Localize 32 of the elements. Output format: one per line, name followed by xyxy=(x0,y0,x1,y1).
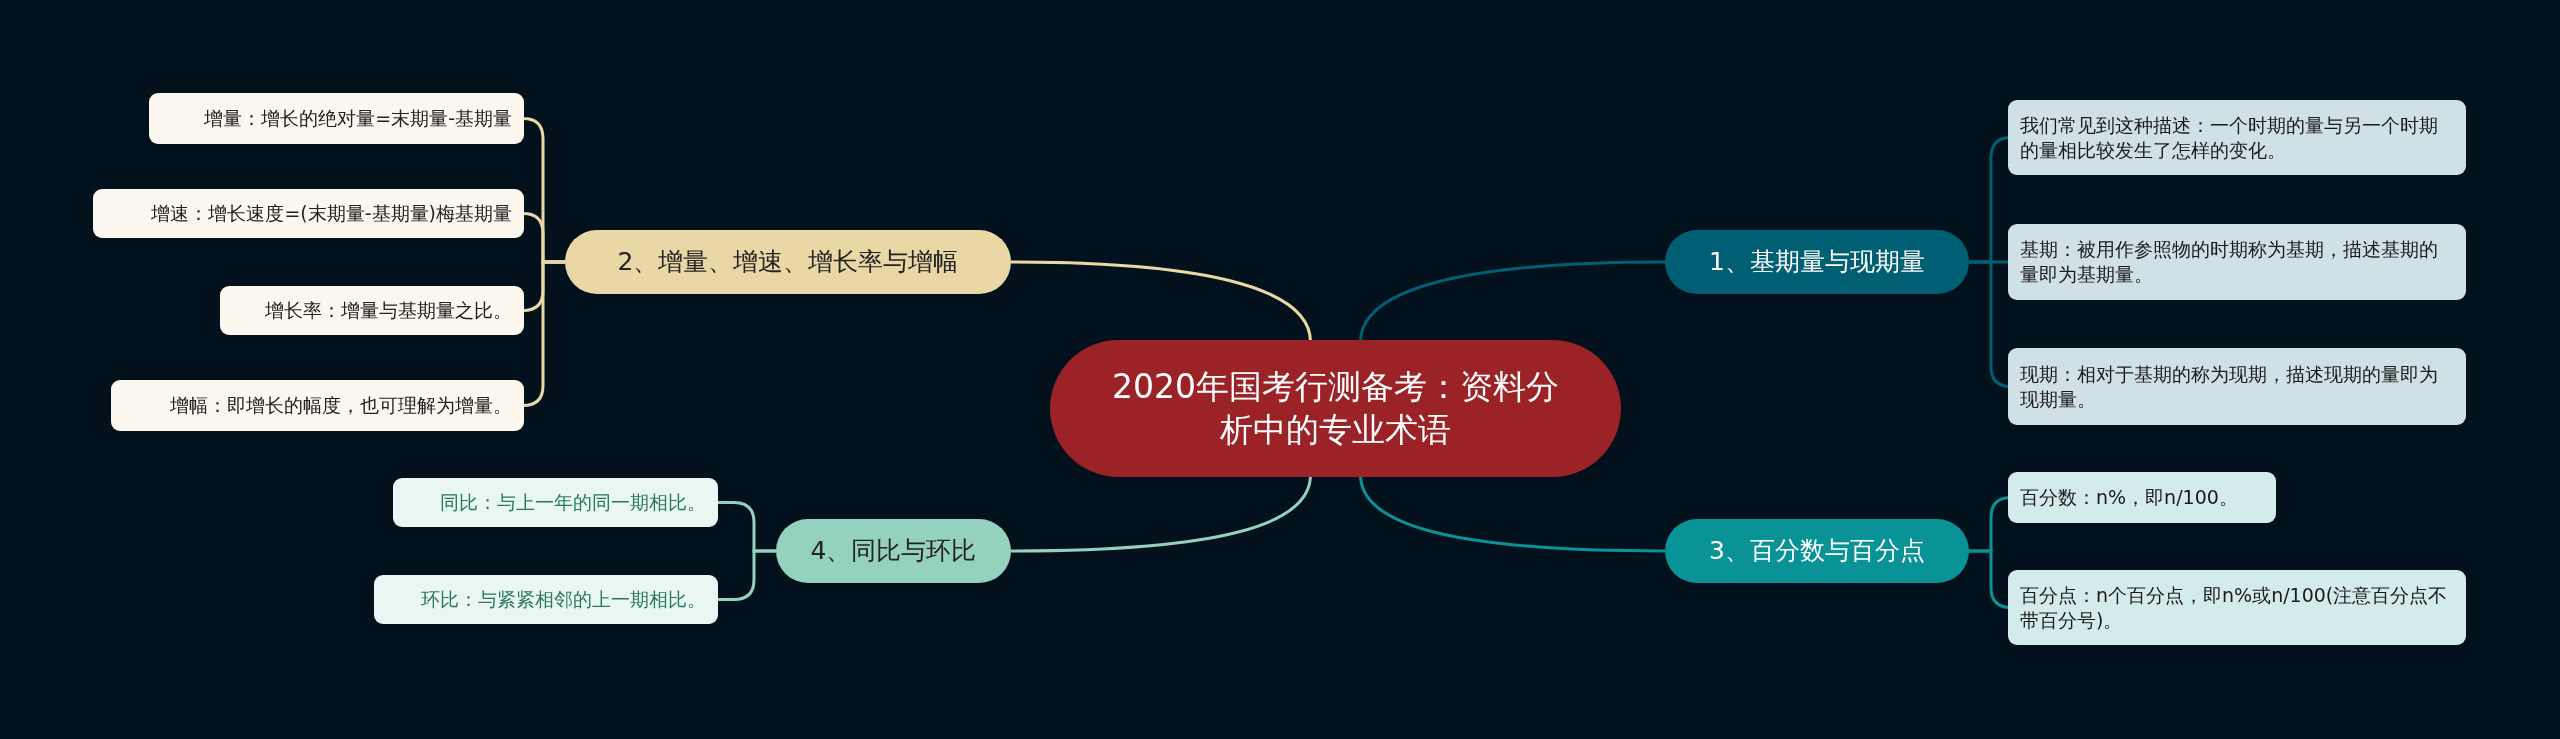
node-text: 1、基期量与现期量 xyxy=(1709,245,1925,278)
node-text: 现期：相对于基期的称为现期，描述现期的量即为现期量。 xyxy=(2020,361,2439,412)
node-text: 增长率：增量与基期量之比。 xyxy=(265,298,512,323)
leaf-box xyxy=(220,286,524,335)
node-text: 增幅：即增长的幅度，也可理解为增量。 xyxy=(170,393,512,418)
node-text: 百分点：n个百分点，即n%或n/100(注意百分点不带百分号)。 xyxy=(2020,582,2449,633)
node-text: 我们常见到这种描述：一个时期的量与另一个时期的量相比较发生了怎样的变化。 xyxy=(2020,112,2439,163)
node-text: 基期：被用作参照物的时期称为基期，描述基期的量即为基期量。 xyxy=(2020,237,2439,287)
connector-line xyxy=(1359,260,1665,343)
leaf-box xyxy=(149,93,524,144)
node-text: 增速：增长速度=(末期量-基期量)梅基期量 xyxy=(151,201,512,226)
node-text: 2、增量、增速、增长率与增幅 xyxy=(617,245,959,278)
node-text: 3、百分数与百分点 xyxy=(1709,534,1925,567)
leaf-box xyxy=(374,575,718,624)
leaf-box xyxy=(93,189,524,238)
node-text: 增量：增长的绝对量=末期量-基期量 xyxy=(204,106,512,131)
connector-line xyxy=(1359,474,1665,553)
leaf-box xyxy=(393,478,718,527)
node-text: 同比：与上一年的同一期相比。 xyxy=(440,490,706,515)
node-text: 2020年国考行测备考：资料分析中的专业术语 xyxy=(1111,365,1560,451)
leaf-box xyxy=(2008,100,2466,175)
connector-line xyxy=(718,549,776,601)
node-text: 环比：与紧紧相邻的上一期相比。 xyxy=(421,587,706,612)
leaf-box xyxy=(111,380,524,431)
leaf-box xyxy=(2008,570,2466,645)
node-text: 4、同比与环比 xyxy=(810,534,977,567)
leaf-box xyxy=(2008,224,2466,300)
leaf-box xyxy=(2008,348,2466,425)
leaf-box xyxy=(2008,472,2276,523)
connector-line xyxy=(1011,260,1312,343)
node-text: 百分数：n%，即n/100。 xyxy=(2020,485,2238,510)
connector-line xyxy=(1011,474,1312,553)
